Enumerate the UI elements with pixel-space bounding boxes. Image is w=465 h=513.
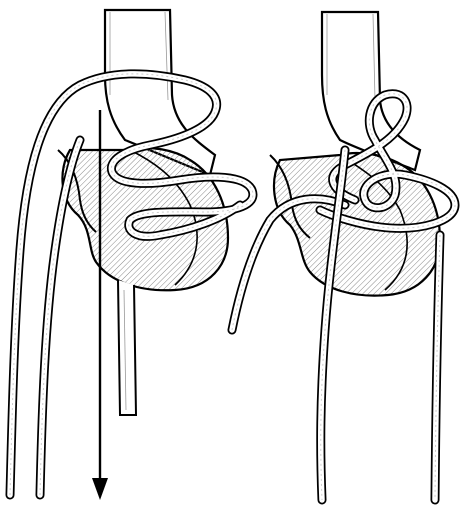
left-hook-icon xyxy=(62,148,228,290)
right-panel xyxy=(232,12,455,500)
left-panel xyxy=(10,10,253,500)
